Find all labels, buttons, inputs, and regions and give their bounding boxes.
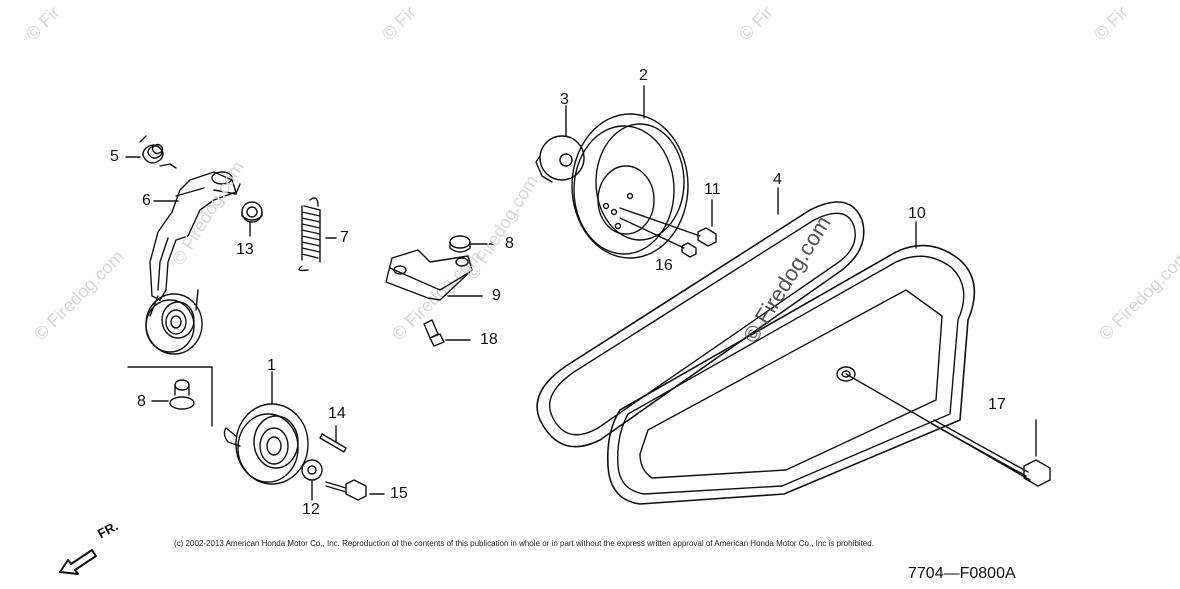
- pulley-bolt-lower-part: [619, 217, 697, 258]
- callout-6: 6: [142, 192, 151, 209]
- callout-4: 4: [773, 171, 782, 188]
- callout-13: 13: [236, 241, 254, 258]
- washer-part: [301, 459, 323, 501]
- flange-bolt-part: [325, 479, 385, 501]
- callout-3: 3: [560, 91, 569, 108]
- callout-8-lower: 8: [137, 393, 146, 410]
- long-bolt-part: [845, 373, 1051, 487]
- collar-part: [241, 201, 263, 237]
- callout-15: 15: [390, 485, 408, 502]
- tension-arm-part: [149, 171, 241, 301]
- group-bracket-line: [127, 366, 213, 427]
- figure-code: 7704—F0800A: [908, 565, 1016, 582]
- copyright-notice: (c) 2002-2013 American Honda Motor Co., …: [174, 539, 874, 548]
- callout-18: 18: [480, 331, 498, 348]
- idler-pulley-part: [223, 371, 309, 485]
- arm-idler-pulley: [145, 289, 203, 355]
- belt-cover-part: [606, 221, 976, 505]
- bracket-bolt-part: [423, 319, 471, 347]
- pulley-bolt-part: [619, 199, 717, 247]
- hub-part: [535, 105, 585, 183]
- callout-11: 11: [704, 181, 721, 198]
- tension-spring-part: [298, 197, 337, 272]
- stopper-lower-part: [151, 379, 195, 410]
- callout-8-upper: 8: [505, 235, 514, 252]
- callout-1: 1: [267, 357, 276, 374]
- callout-2: 2: [639, 67, 648, 84]
- callout-7: 7: [340, 229, 349, 246]
- callout-14: 14: [328, 405, 346, 422]
- front-direction-arrow-icon: [59, 549, 97, 575]
- callout-5: 5: [110, 148, 119, 165]
- bracket-part: [385, 249, 483, 301]
- callout-17: 17: [988, 396, 1006, 413]
- callout-16: 16: [655, 257, 673, 274]
- callout-10: 10: [908, 205, 926, 222]
- callout-9: 9: [492, 287, 501, 304]
- spring-part: [125, 135, 177, 169]
- stopper-upper-part: [449, 235, 495, 253]
- key-part: [319, 425, 347, 453]
- callout-12: 12: [302, 501, 320, 518]
- drive-pulley-part: [571, 85, 689, 259]
- v-belt-part: [536, 187, 865, 448]
